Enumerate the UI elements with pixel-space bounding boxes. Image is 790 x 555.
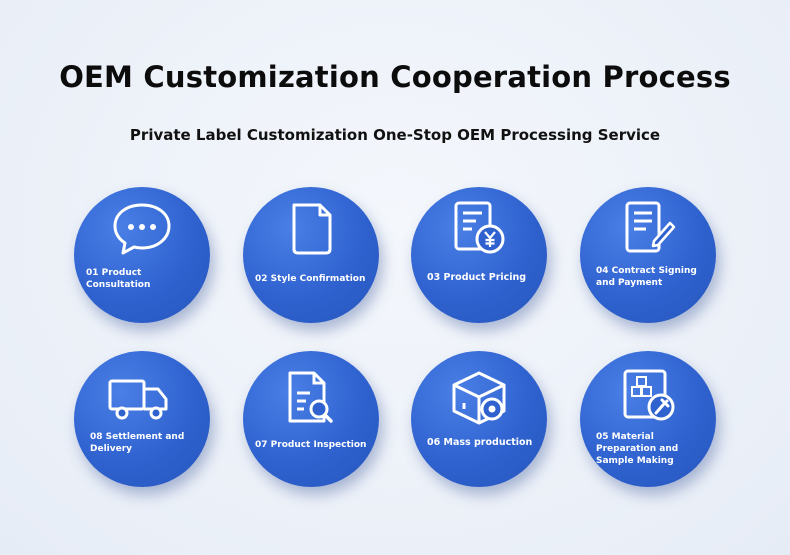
process-step-label: 03 Product Pricing (427, 272, 527, 283)
process-step-04: 04 Contract Signing and Payment (580, 187, 716, 323)
materials-wrench-icon (623, 369, 675, 421)
process-step-08: 08 Settlement and Delivery (74, 351, 210, 487)
process-step-label: 04 Contract Signing and Payment (596, 266, 697, 288)
price-document-icon (454, 201, 505, 254)
process-step-07: 07 Product Inspection (243, 351, 379, 487)
process-step-01: 01 Product Consultation (74, 187, 210, 323)
process-step-label: 07 Product Inspection (255, 440, 367, 450)
contract-pen-icon (625, 201, 676, 253)
process-step-05: 05 Material Preparation and Sample Makin… (580, 351, 716, 487)
process-step-02: 02 Style Confirmation (243, 187, 379, 323)
box-gear-icon (452, 371, 506, 425)
document-search-icon (288, 371, 333, 423)
page-subtitle: Private Label Customization One-Stop OEM… (129, 126, 661, 144)
process-step-label: 08 Settlement and Delivery (90, 432, 185, 454)
chat-bubble-icon (113, 203, 171, 255)
page-title: OEM Customization Cooperation Process (59, 60, 731, 94)
truck-icon (108, 379, 168, 420)
process-step-label: 01 Product Consultation (86, 268, 151, 290)
process-step-label: 05 Material Preparation and Sample Makin… (596, 432, 679, 466)
process-step-label: 06 Mass production (427, 437, 533, 448)
process-step-06: 06 Mass production (411, 351, 547, 487)
document-icon (292, 203, 332, 255)
process-step-03: 03 Product Pricing (411, 187, 547, 323)
process-step-label: 02 Style Confirmation (255, 274, 366, 284)
